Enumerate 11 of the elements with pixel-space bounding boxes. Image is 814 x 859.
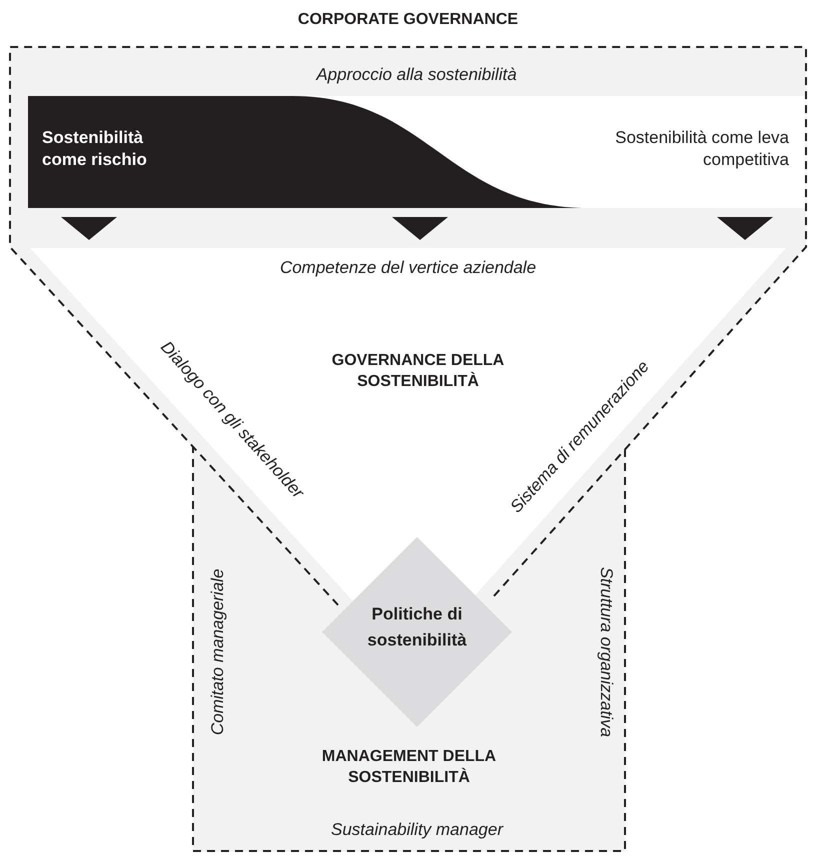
label-text: Struttura organizzativa [596, 566, 616, 738]
bar-text: Sostenibilità come leva competitiva [614, 127, 789, 172]
bar-text: Sostenibilità come rischio [42, 127, 148, 172]
label-text: Sustainability manager [331, 820, 503, 840]
heading: CORPORATE GOVERNANCE [296, 10, 520, 30]
diamond-text: Politiche di sostenibilità [367, 603, 467, 652]
label-text: Comitato manageriale [208, 568, 228, 736]
section-title: MANAGEMENT DELLA SOSTENIBILITÀ [320, 747, 498, 788]
label-text: Competenze del vertice aziendale [280, 258, 536, 278]
section-title: GOVERNANCE DELLA SOSTENIBILITÀ [330, 351, 506, 392]
caption-text: Approccio alla sostenibilità [314, 64, 518, 86]
